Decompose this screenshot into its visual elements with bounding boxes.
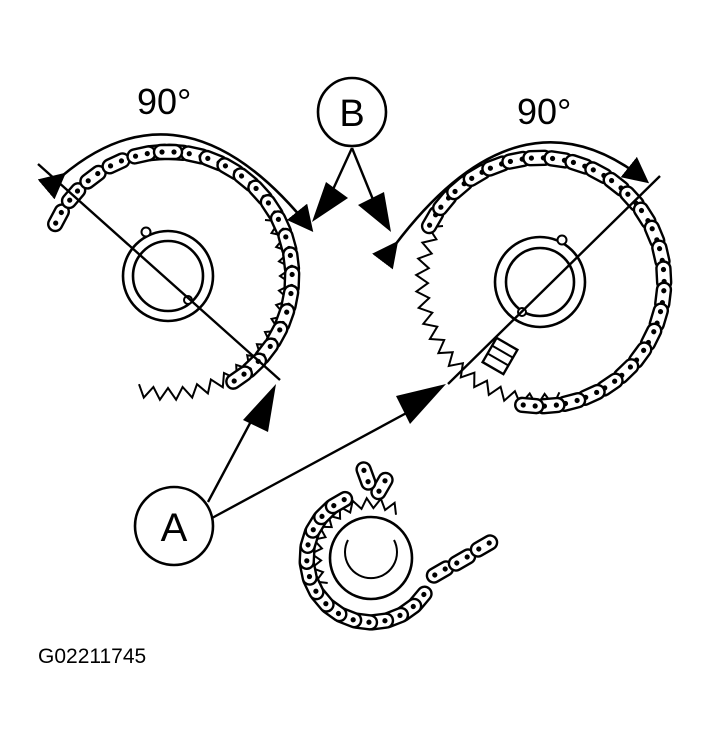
crank-keyway — [344, 539, 398, 580]
right-timing-hole — [556, 234, 568, 246]
right-90-degree-arc — [372, 140, 650, 270]
chain-link — [324, 490, 354, 515]
chain-link — [469, 534, 499, 558]
callout-a-arrowhead-left — [243, 384, 276, 432]
callout-b-circle — [316, 76, 388, 148]
callout-a-arrowhead-right — [396, 384, 446, 424]
left-sprocket-teeth — [138, 219, 294, 402]
chain-link — [355, 461, 377, 491]
chain-link — [225, 365, 254, 390]
left-timing-hole — [140, 226, 152, 238]
right-hub-outer-ring — [493, 235, 587, 329]
right-timing-line — [447, 175, 661, 385]
callout-a-leader-left — [206, 411, 258, 503]
crank-hub-ring — [328, 515, 414, 601]
left-camshaft-sprocket — [121, 219, 294, 402]
left-90-degree-arc — [37, 133, 314, 233]
left-timing-chain — [47, 143, 301, 390]
right-sensor-pulse-ring — [480, 336, 520, 376]
right-hub-inner-ring — [504, 246, 576, 318]
callout-a-label: A — [161, 506, 188, 550]
right-camshaft-sprocket — [414, 225, 587, 408]
callout-a-circle — [133, 485, 215, 567]
left-timing-line — [37, 163, 281, 381]
left-hub-inner-ring — [131, 239, 205, 313]
chain-link — [514, 396, 545, 415]
callout-a-leader-right — [211, 408, 413, 520]
chain-link — [126, 145, 157, 165]
chain-link — [152, 143, 184, 161]
figure-id-label: G02211745 — [38, 645, 147, 668]
right-angle-label: 90° — [517, 91, 571, 132]
callout-b-arrowhead-right — [358, 192, 391, 232]
callout-b-leader-right — [350, 147, 376, 203]
left-angle-label: 90° — [137, 81, 191, 122]
callout-b-label: B — [339, 93, 364, 135]
crankshaft-timing-chain — [298, 461, 499, 631]
callout-b-arrowhead-left — [312, 182, 348, 222]
